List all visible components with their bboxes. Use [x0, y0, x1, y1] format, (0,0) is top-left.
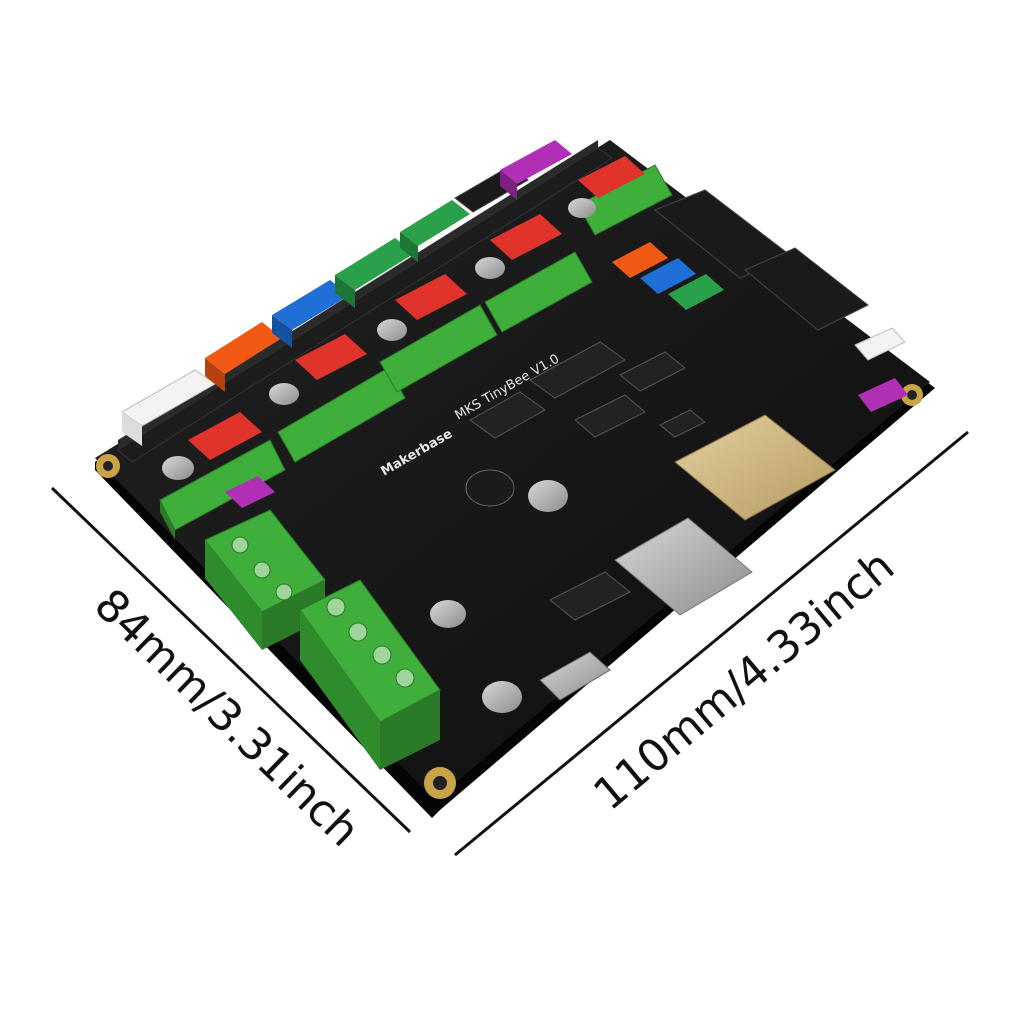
capacitors [162, 198, 596, 713]
endstop-connectors [612, 242, 908, 412]
back-connectors [121, 140, 572, 446]
mounting-holes [96, 384, 923, 799]
power-terminals [204, 509, 441, 770]
dimension-lines [50, 430, 969, 857]
driver-terminals [159, 164, 673, 540]
inductor [465, 469, 515, 507]
pin-headers-back [117, 140, 613, 463]
ic-chips [469, 341, 706, 621]
fan-connector [225, 476, 275, 508]
usb-connector [539, 651, 611, 701]
exp-headers [654, 189, 869, 331]
sd-card-slot [614, 517, 753, 616]
wifi-module [674, 414, 836, 521]
dip-switches [188, 156, 645, 460]
